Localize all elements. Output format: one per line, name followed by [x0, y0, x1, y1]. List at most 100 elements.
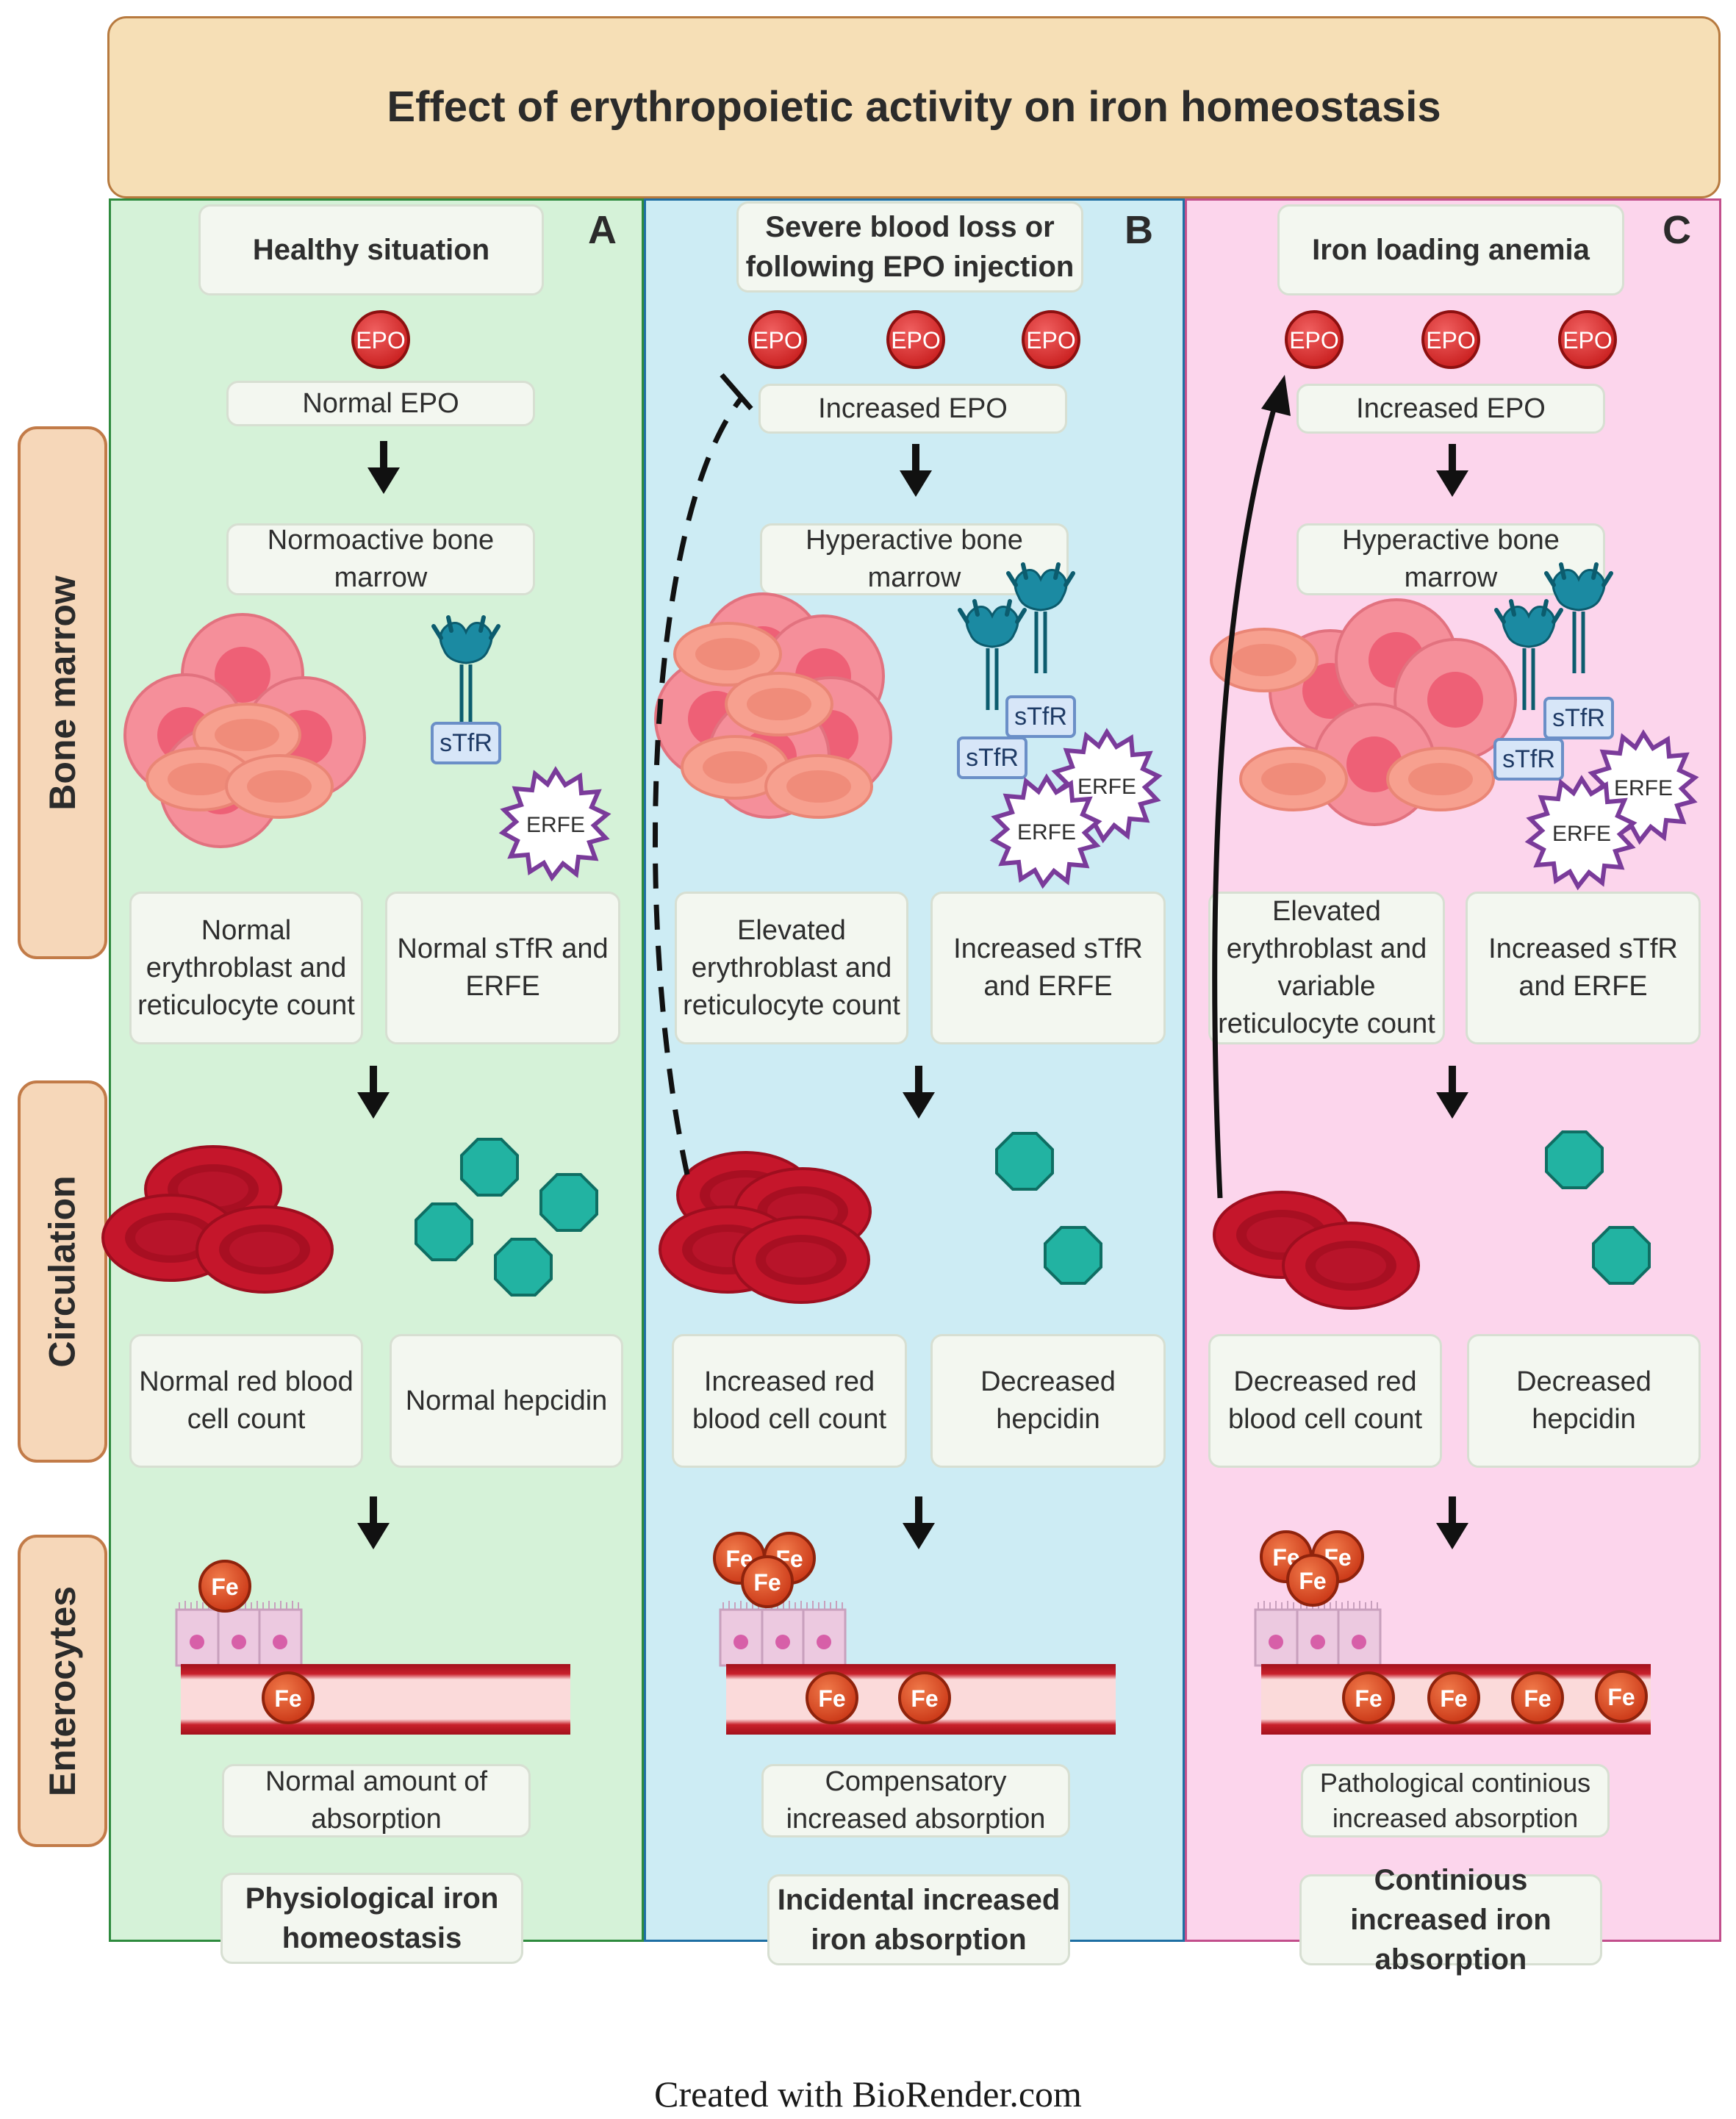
svg-text:Fe: Fe — [211, 1574, 238, 1600]
transferrin-receptor-icon: sTfR sTfR — [1493, 564, 1614, 781]
blood-vessel-icon — [181, 1664, 570, 1735]
markers-b: Increased sTfR and ERFE — [930, 892, 1166, 1044]
erythroblast-cluster-icon — [654, 592, 892, 819]
down-arrow-icon — [357, 1066, 390, 1119]
svg-text:ERFE: ERFE — [1077, 775, 1136, 799]
cell-count-c: Elevated erythroblast and variable retic… — [1208, 892, 1445, 1044]
enterocyte-icon — [1254, 1599, 1382, 1667]
iron-fe-icon: Fe — [262, 1671, 315, 1724]
red-blood-cells-icon — [659, 1151, 872, 1304]
markers-a: Normal sTfR and ERFE — [385, 892, 620, 1044]
absorption-c: Pathological continious increased absorp… — [1301, 1764, 1610, 1837]
iron-fe-icon: Fe — [806, 1671, 858, 1724]
svg-text:EPO: EPO — [891, 327, 941, 354]
iron-fe-icon: Fe — [898, 1671, 951, 1724]
svg-text:Fe: Fe — [1607, 1684, 1635, 1710]
down-arrow-icon — [903, 1496, 935, 1549]
diagram-title: Effect of erythropoietic activity on iro… — [107, 16, 1721, 198]
svg-text:Fe: Fe — [274, 1685, 301, 1712]
down-arrow-icon — [900, 444, 932, 497]
svg-text:EPO: EPO — [753, 327, 803, 354]
marrow-status-c: Hyperactive bone marrow — [1296, 523, 1605, 595]
iron-fe-icon: Fe — [1342, 1671, 1395, 1724]
iron-fe-icon: Fe — [198, 1560, 251, 1613]
epo-icon: EPO — [1558, 310, 1617, 369]
down-arrow-icon — [1436, 444, 1468, 497]
hepcidin-a: Normal hepcidin — [390, 1334, 623, 1468]
down-arrow-icon — [1436, 1496, 1468, 1549]
outcome-b: Incidental increased iron absorption — [767, 1874, 1070, 1965]
svg-text:sTfR: sTfR — [1552, 704, 1605, 732]
epo-status-b: Increased EPO — [758, 384, 1067, 434]
panel-letter-c: C — [1663, 208, 1691, 252]
epo-icon: EPO — [1022, 310, 1080, 369]
epo-status-c: Increased EPO — [1296, 384, 1605, 434]
side-label-bone-marrow: Bone marrow — [18, 426, 107, 959]
svg-text:Fe: Fe — [1355, 1685, 1382, 1712]
side-label-enterocytes: Enterocytes — [18, 1535, 107, 1847]
red-blood-cells-icon — [1213, 1191, 1420, 1310]
transferrin-receptor-icon: sTfR sTfR — [957, 564, 1076, 779]
epo-icon: EPO — [351, 310, 410, 369]
svg-text:sTfR: sTfR — [1502, 745, 1555, 773]
absorption-b: Compensatory increased absorption — [761, 1764, 1070, 1837]
outcome-a: Physiological iron homeostasis — [220, 1873, 523, 1964]
red-blood-cells-icon — [101, 1145, 334, 1294]
marrow-status-a: Normoactive bone marrow — [226, 523, 535, 595]
svg-text:Fe: Fe — [911, 1685, 938, 1712]
svg-text:ERFE: ERFE — [1614, 776, 1673, 800]
enterocyte-icon — [175, 1599, 303, 1667]
cell-count-b: Elevated erythroblast and reticulocyte c… — [675, 892, 908, 1044]
cell-count-a: Normal erythroblast and reticulocyte cou… — [129, 892, 363, 1044]
epo-icon: EPO — [1421, 310, 1480, 369]
svg-text:ERFE: ERFE — [1552, 822, 1611, 846]
erfe-icon: ERFE — [1054, 732, 1158, 839]
svg-text:EPO: EPO — [1026, 327, 1076, 354]
svg-text:Fe: Fe — [753, 1569, 781, 1596]
header-severe-blood-loss: Severe blood loss or following EPO injec… — [736, 201, 1083, 293]
svg-text:EPO: EPO — [1563, 327, 1613, 354]
svg-text:Fe: Fe — [1299, 1568, 1326, 1594]
hepcidin-icon — [1545, 1130, 1651, 1285]
epo-icon: EPO — [748, 310, 807, 369]
iron-fe-icon: Fe — [1511, 1671, 1564, 1724]
svg-text:Fe: Fe — [818, 1685, 845, 1712]
svg-text:sTfR: sTfR — [966, 744, 1019, 772]
stimulation-feedback-arrow — [1212, 375, 1291, 1199]
epo-status-a: Normal EPO — [226, 381, 535, 426]
erfe-icon: ERFE — [503, 770, 607, 878]
credit-text: Created with BioRender.com — [654, 2073, 1082, 2115]
svg-text:Fe: Fe — [1524, 1685, 1551, 1712]
iron-fe-icon: Fe — [741, 1555, 794, 1608]
erfe-icon: ERFE — [994, 778, 1098, 885]
markers-c: Increased sTfR and ERFE — [1466, 892, 1701, 1044]
iron-fe-icon: Fe — [1286, 1554, 1339, 1607]
svg-text:EPO: EPO — [1289, 327, 1339, 354]
hepcidin-c: Decreased hepcidin — [1467, 1334, 1701, 1468]
rbc-count-c: Decreased red blood cell count — [1208, 1334, 1442, 1468]
hepcidin-icon — [995, 1132, 1102, 1285]
svg-text:ERFE: ERFE — [526, 813, 585, 837]
down-arrow-icon — [357, 1496, 390, 1549]
erfe-icon: ERFE — [1529, 779, 1633, 886]
transferrin-receptor-icon: sTfR — [431, 617, 501, 764]
hepcidin-icon — [415, 1138, 598, 1297]
down-arrow-icon — [367, 441, 400, 494]
iron-fe-icon: Fe — [1427, 1671, 1480, 1724]
panel-letter-b: B — [1125, 208, 1153, 252]
svg-text:sTfR: sTfR — [440, 729, 492, 757]
enterocyte-icon — [719, 1599, 847, 1667]
absorption-a: Normal amount of absorption — [222, 1764, 531, 1837]
erythroblast-cluster-icon — [1210, 598, 1517, 826]
hepcidin-b: Decreased hepcidin — [930, 1334, 1166, 1468]
side-label-circulation: Circulation — [18, 1080, 107, 1463]
epo-icon: EPO — [1285, 310, 1344, 369]
inhibition-feedback-arrow — [652, 373, 753, 1175]
erfe-icon: ERFE — [1590, 734, 1695, 841]
svg-text:EPO: EPO — [1426, 327, 1476, 354]
epo-icon: EPO — [886, 310, 945, 369]
svg-text:sTfR: sTfR — [1014, 703, 1067, 731]
svg-text:ERFE: ERFE — [1017, 820, 1076, 845]
svg-text:Fe: Fe — [1440, 1685, 1467, 1712]
